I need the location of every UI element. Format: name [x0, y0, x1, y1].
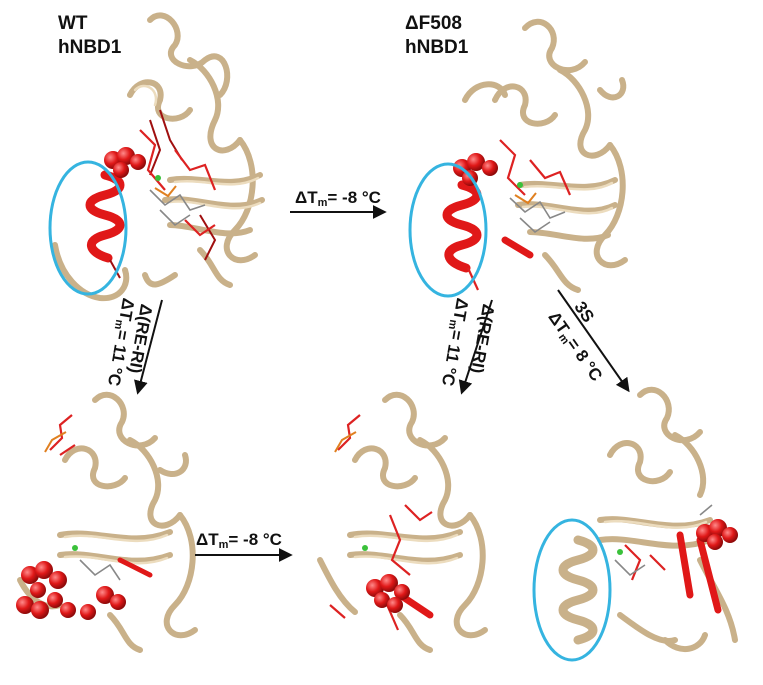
f508-label-line2: hNBD1 [405, 37, 469, 58]
subscript-m: m [218, 539, 229, 551]
subscript-m: m [317, 197, 328, 209]
highlight-ellipse [408, 162, 488, 298]
delta-t: ΔT [449, 296, 472, 323]
f508-title: ΔF508 hNBD1 [405, 12, 468, 60]
delta-t: ΔT [115, 296, 138, 323]
structure-f508-3s [532, 386, 738, 662]
top-arrow-label: ΔTm= -8 °C [295, 188, 381, 213]
highlight-ellipse [532, 518, 612, 662]
wt-title: WT hNBD1 [58, 12, 121, 60]
delta-value: = -8 °C [228, 530, 282, 549]
structure-wt-re-ri [16, 391, 198, 653]
structure-f508-re-ri [317, 391, 488, 653]
f508-label-line1: ΔF508 [405, 13, 462, 34]
arrow-right-diagonal [557, 289, 630, 393]
wt-label-line2: hNBD1 [58, 37, 122, 58]
arrow-middle-vertical [458, 299, 493, 395]
structure-wt-hnbd1 [48, 12, 265, 302]
delta-value: = -8 °C [327, 188, 381, 207]
delta-t: ΔT [196, 530, 219, 549]
arrow-left-vertical [134, 299, 163, 395]
bottom-arrow-label: ΔTm= -8 °C [196, 530, 282, 555]
wt-label-line1: WT [58, 13, 88, 34]
delta-t: ΔT [295, 188, 318, 207]
highlight-ellipse [48, 160, 128, 296]
structure-f508-hnbd1 [408, 18, 628, 298]
